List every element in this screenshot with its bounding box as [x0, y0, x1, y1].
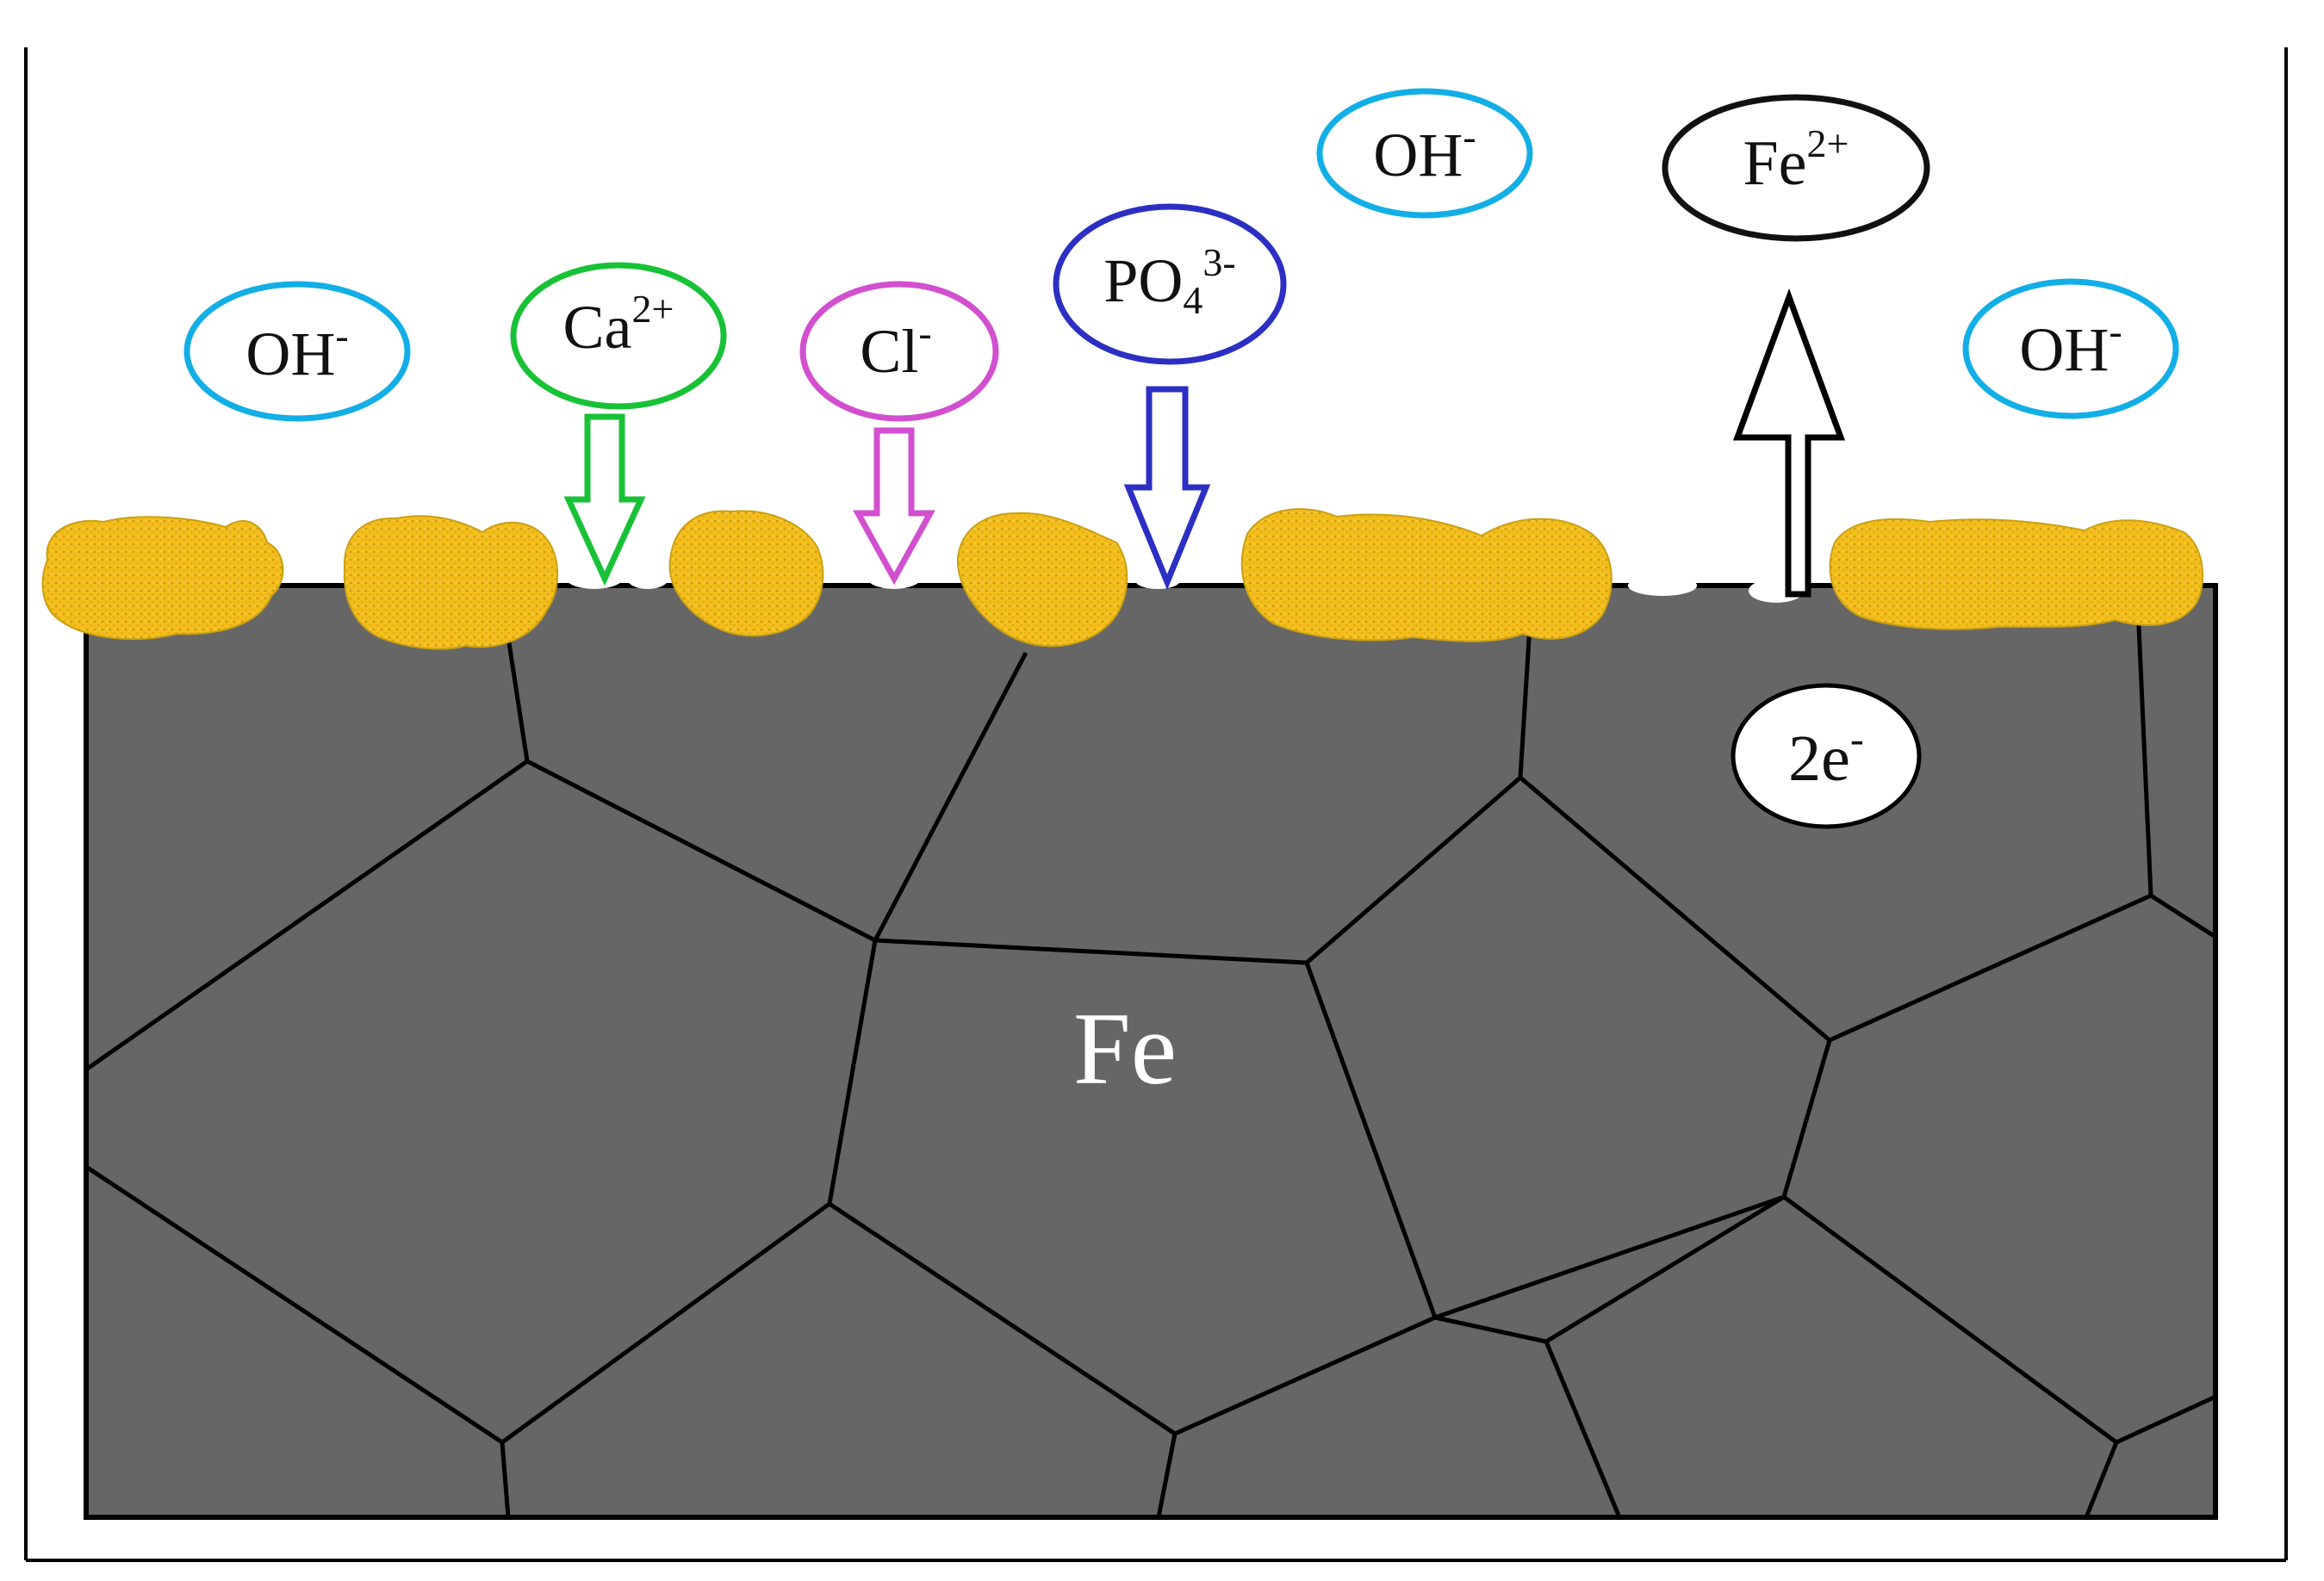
- surface-pit: [563, 561, 625, 589]
- ion-oh-left: OH-: [183, 281, 411, 422]
- ion-cl: Cl-: [799, 281, 999, 422]
- iron-release-arrow: [1732, 288, 1846, 598]
- ion-po4-label: PO43-: [1103, 240, 1235, 322]
- calcium-flux-arrow: [563, 413, 646, 586]
- grain-boundary: [1156, 1433, 1178, 1518]
- grain-boundary: [1304, 962, 1832, 1320]
- chloride-flux-arrow: [853, 427, 935, 586]
- ion-oh-top-ring: [1316, 88, 1533, 219]
- ion-oh-left-label: OH-: [245, 313, 348, 388]
- ion-fe2: Fe2+: [1662, 94, 1930, 242]
- ion-flux-arrows: [563, 386, 1211, 591]
- grain-boundary: [2084, 1442, 2119, 1518]
- deposit-cluster: [1829, 518, 2204, 630]
- ion-cl-label: Cl-: [860, 311, 931, 386]
- ion-oh-left-ring: [183, 281, 411, 422]
- ion-oh-top: OH-: [1316, 88, 1533, 219]
- deposit-cluster: [956, 512, 1128, 648]
- grain-boundary: [84, 939, 878, 1445]
- ion-fe2-ring: [1662, 94, 1930, 242]
- ion-cl-ring: [799, 281, 999, 422]
- ion-ca-ring: [510, 262, 727, 410]
- electron-circle: [1731, 683, 1922, 829]
- deposit-layer: [41, 508, 2204, 650]
- electron-text: 2e-: [1788, 716, 1864, 795]
- surface-pit: [1628, 575, 1697, 596]
- grain-boundary: [1544, 1341, 1622, 1518]
- surface-pit: [627, 568, 668, 589]
- ion-oh-right: OH-: [1962, 278, 2179, 419]
- ion-fe2-label: Fe2+: [1743, 121, 1849, 199]
- ion-ca-label: Ca2+: [563, 287, 674, 362]
- grain-boundary: [2149, 893, 2217, 939]
- ion-po4-ring: [1053, 203, 1287, 365]
- ion-po4: PO43-: [1053, 203, 1287, 365]
- grain-boundary: [84, 759, 529, 1072]
- deposit-cluster: [343, 515, 559, 650]
- ion-labels: OH- Ca2+ Cl- PO43- OH- Fe2+ OH-: [183, 88, 2179, 422]
- deposit-cluster: [41, 516, 284, 641]
- grain-boundary: [506, 636, 1028, 943]
- deposit-cluster: [668, 510, 824, 637]
- ion-oh-right-label: OH-: [2019, 309, 2122, 384]
- grain-boundary: [1519, 606, 2153, 1043]
- ion-oh-right-ring: [1962, 278, 2179, 419]
- ion-oh-top-label: OH-: [1373, 115, 1476, 189]
- grain-boundary: [874, 611, 1533, 965]
- electron-label: 2e-: [1731, 683, 1922, 829]
- phosphate-flux-arrow: [1123, 386, 1211, 591]
- metal-label: Fe: [1073, 991, 1177, 1106]
- grain-boundary: [500, 1442, 511, 1518]
- ion-ca: Ca2+: [510, 262, 727, 410]
- deposit-cluster: [1241, 508, 1613, 642]
- grain-boundary: [1434, 1194, 2217, 1445]
- grain-boundaries: [84, 606, 2217, 1518]
